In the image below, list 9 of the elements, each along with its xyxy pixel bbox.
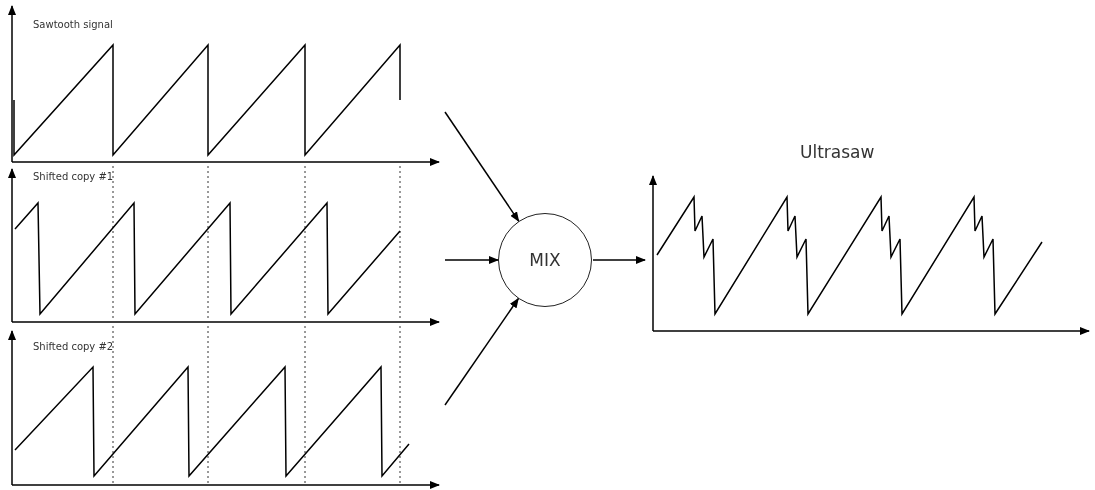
- plot-heading: Ultrasaw: [800, 142, 875, 162]
- mix-label: MIX: [529, 250, 561, 270]
- plot-label: Sawtooth signal: [33, 19, 113, 30]
- arrow: [444, 111, 520, 222]
- plot-label: Shifted copy #2: [33, 341, 114, 352]
- arrow: [444, 256, 499, 264]
- plot-label: Shifted copy #1: [33, 171, 114, 182]
- arrow: [444, 297, 520, 406]
- arrow: [592, 256, 646, 264]
